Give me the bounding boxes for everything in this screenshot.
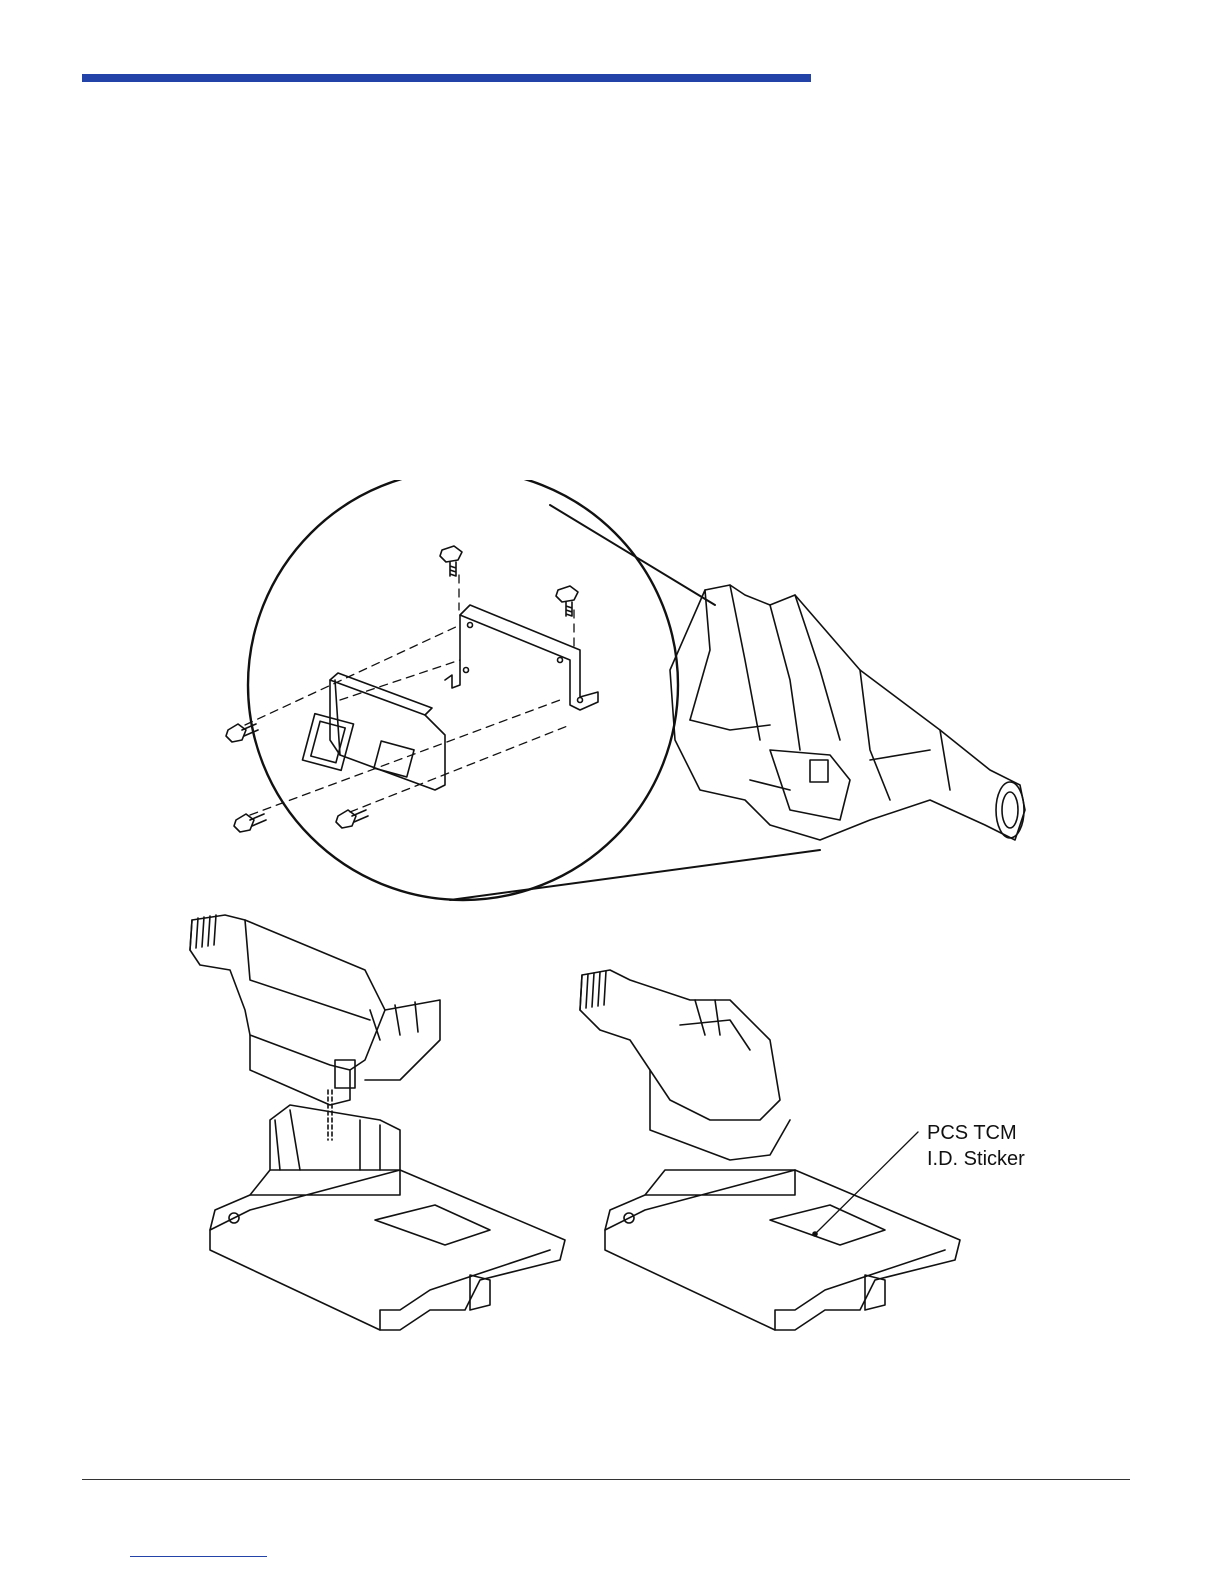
mounting-bracket-icon [445,605,598,710]
tcm-base-right [605,1132,960,1330]
connector-assembled [580,970,790,1160]
header-rule [82,74,811,82]
callout-line-2: I.D. Sticker [927,1146,1025,1172]
callout-line-1: PCS TCM [927,1120,1025,1146]
alignment-lines [245,575,574,815]
magnifier-callout [248,480,820,900]
tcm-base-left [210,1105,565,1330]
bolt-icon [226,546,578,832]
tcm-module-icon [302,673,445,790]
tcm-installation-figure: PCS TCM I.D. Sticker [170,480,1050,1340]
footer-rule [82,1479,1130,1480]
connector-plug-icon [190,915,440,1140]
footer-link-underline[interactable] [130,1556,267,1557]
figure-drawing [170,480,1050,1340]
id-sticker-callout: PCS TCM I.D. Sticker [927,1120,1025,1172]
transmission-illustration [670,585,1025,840]
id-sticker-area [770,1205,885,1245]
